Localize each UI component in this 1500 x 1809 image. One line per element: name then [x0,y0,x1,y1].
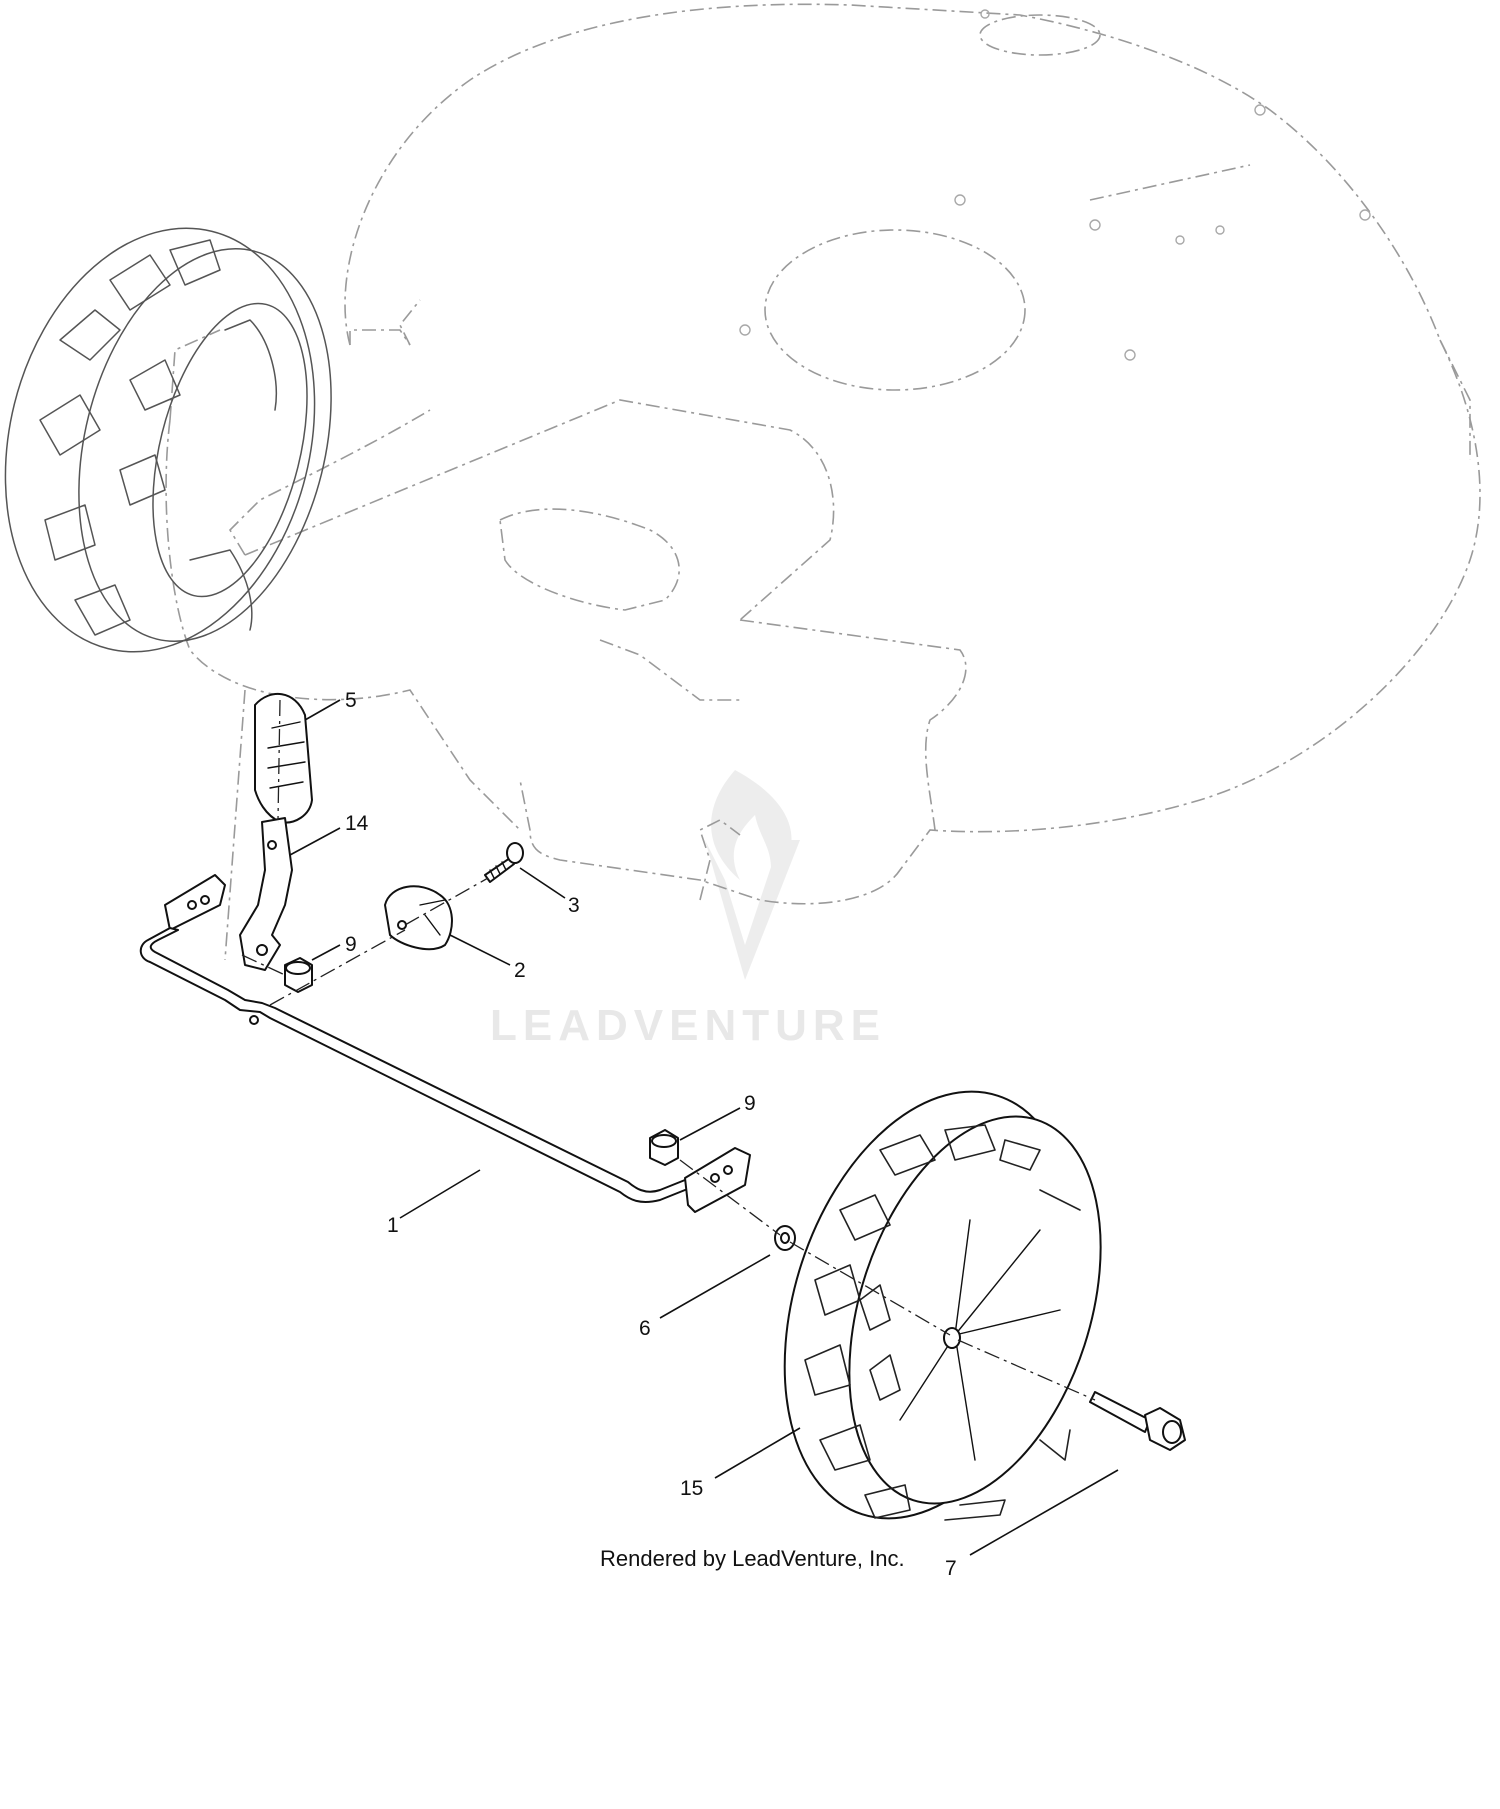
callout-7: 7 [945,1557,957,1580]
watermark-logo: LEADVENTURE [490,770,886,1050]
part-9-nut-upper [284,944,341,993]
part-7-shoulder-bolt [969,1391,1186,1556]
footer-credit: Rendered by LeadVenture, Inc. [600,1546,905,1571]
part-5-lever-grip [254,692,341,824]
rear-housing-outline [165,329,967,961]
part-14-lever-bracket [239,817,341,971]
part-15-front-wheel [714,1090,1102,1521]
assembly-axis-lines [241,699,1096,1401]
callout-5: 5 [345,689,357,712]
mower-deck-outline [344,3,1481,905]
callout-9-upper: 9 [345,933,357,956]
callout-1: 1 [387,1214,399,1237]
callout-15: 15 [680,1477,703,1500]
part-9-nut-lower [649,1107,741,1166]
part-2-cam-knob [384,885,511,966]
part-6-washer [659,1225,796,1319]
callout-3: 3 [568,894,580,917]
watermark-text: LEADVENTURE [490,1001,886,1050]
callout-2: 2 [514,959,526,982]
callout-labels: 5 14 3 9 2 9 1 6 15 7 [345,689,957,1580]
callout-9-lower: 9 [744,1092,756,1115]
callout-6: 6 [639,1317,651,1340]
rear-wheel-ghost [4,227,332,653]
part-1-axle-rod [139,874,751,1219]
callout-14: 14 [345,812,369,835]
part-3-screw [484,842,566,899]
